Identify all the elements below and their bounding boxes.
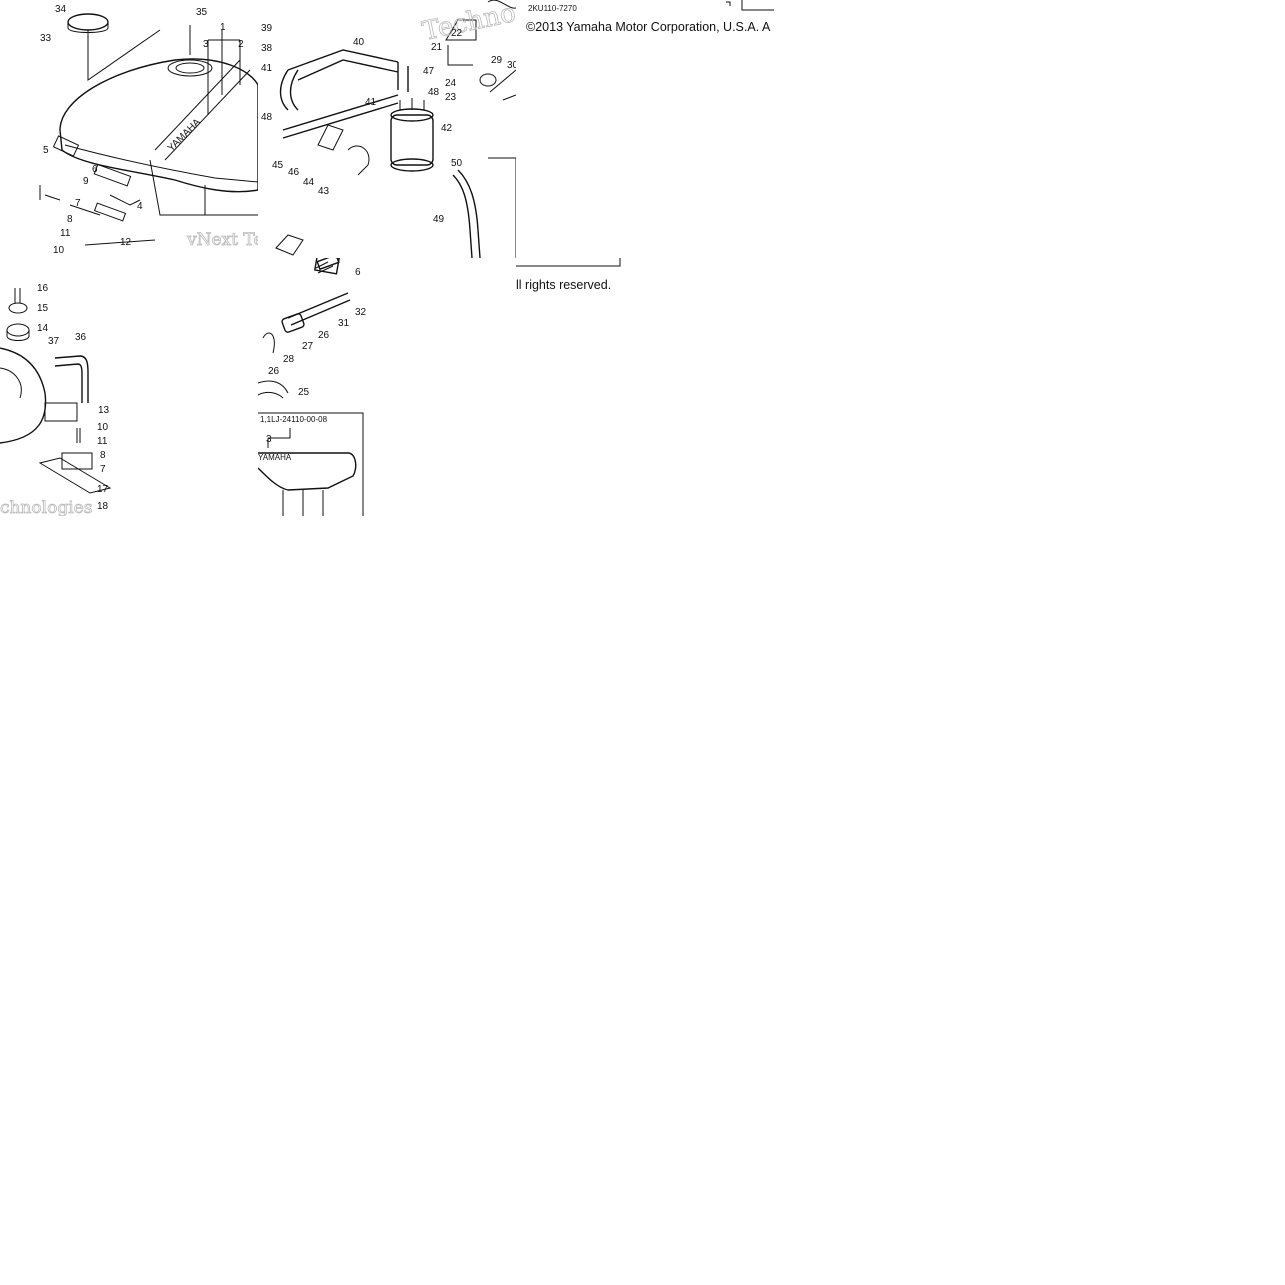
callout-44: 44	[303, 177, 315, 188]
callout-47: 47	[423, 66, 435, 77]
alt-tank-tile: chnologies 16 15 14 37 36 13 10 11 8 7 1…	[0, 258, 258, 516]
callout-43: 43	[318, 186, 330, 197]
callout-3b: 3	[266, 434, 272, 445]
callout-18: 18	[97, 501, 109, 512]
callout-39: 39	[261, 23, 273, 34]
callout-6b: 6	[355, 267, 361, 278]
frame-tile: ll rights reserved.	[516, 258, 626, 298]
callout-42: 42	[441, 123, 453, 134]
callout-40: 40	[353, 37, 365, 48]
callout-1: 1	[220, 22, 226, 33]
callout-31: 31	[338, 318, 350, 329]
callout-25: 25	[298, 387, 310, 398]
alt-part-number: 1,1LJ-24110-00-08	[260, 415, 328, 424]
callout-35: 35	[196, 7, 208, 18]
callout-36: 36	[75, 332, 87, 343]
callout-33: 33	[40, 33, 52, 44]
callout-11: 11	[60, 228, 71, 239]
fuel-filter-drawing: YAMAHA 6 32 31 26 27 28 26 25 1,1LJ-2411…	[258, 258, 367, 516]
callout-2: 2	[238, 39, 244, 50]
callout-21: 21	[431, 42, 443, 53]
callout-10b: 10	[97, 422, 109, 433]
callout-26a: 26	[318, 330, 330, 341]
callout-30: 30	[507, 60, 516, 71]
watermark-technologies: chnologies	[0, 498, 92, 516]
filter-tile: YAMAHA 6 32 31 26 27 28 26 25 1,1LJ-2411…	[258, 258, 368, 516]
callout-6: 6	[92, 164, 98, 175]
callout-15: 15	[37, 303, 49, 314]
callout-13: 13	[98, 405, 110, 416]
copyright-text: ©2013 Yamaha Motor Corporation, U.S.A. A	[526, 20, 771, 34]
callout-4: 4	[137, 201, 143, 212]
callout-45: 45	[272, 160, 284, 171]
callout-24: 24	[445, 78, 457, 89]
callout-14: 14	[37, 323, 49, 334]
callout-12: 12	[120, 237, 132, 248]
hose-diagram-tile: Techno 39 38 40 47 41 41 48 48 42 45 46 …	[258, 0, 516, 258]
callout-22: 22	[451, 28, 463, 39]
tank-brand-text: YAMAHA	[166, 117, 203, 154]
callout-9: 9	[83, 176, 89, 187]
callout-29: 29	[491, 55, 503, 66]
hose-canister-drawing: Techno 39 38 40 47 41 41 48 48 42 45 46 …	[261, 0, 516, 258]
tank-diagram-tile: YAMAHA 34 35 33 1 3 2 5 6 9 7 4 8 12 11 …	[0, 0, 258, 258]
alt-tank-drawing: chnologies 16 15 14 37 36 13 10 11 8 7 1…	[0, 283, 112, 516]
callout-8: 8	[67, 214, 73, 225]
alt-tank-brand: YAMAHA	[258, 453, 292, 462]
callout-8b: 8	[100, 450, 106, 461]
fuel-tank-drawing: YAMAHA 34 35 33 1 3 2 5 6 9 7 4 8 12 11 …	[39, 4, 258, 256]
callout-37: 37	[48, 336, 60, 347]
callout-26b: 26	[268, 366, 280, 377]
callout-41a: 41	[261, 63, 273, 74]
callout-5: 5	[43, 145, 49, 156]
callout-7b: 7	[100, 464, 106, 475]
callout-38: 38	[261, 43, 273, 54]
callout-3: 3	[203, 39, 209, 50]
callout-10: 10	[53, 245, 65, 256]
callout-34: 34	[55, 4, 67, 15]
part-number: 2KU110-7270	[528, 4, 577, 13]
callout-32: 32	[355, 307, 367, 318]
callout-28: 28	[283, 354, 295, 365]
rights-text: ll rights reserved.	[516, 278, 612, 292]
callout-50: 50	[451, 158, 463, 169]
callout-7: 7	[75, 198, 81, 209]
callout-17: 17	[97, 484, 109, 495]
callout-16: 16	[37, 283, 49, 294]
header-tile: 2KU110-7270 ©2013 Yamaha Motor Corporati…	[516, 0, 774, 40]
callout-23: 23	[445, 92, 457, 103]
callout-27: 27	[302, 341, 314, 352]
callout-48a: 48	[428, 87, 440, 98]
callout-48b: 48	[261, 112, 273, 123]
callout-46: 46	[288, 167, 300, 178]
callout-49: 49	[433, 214, 445, 225]
watermark-vnext: vNext Te	[186, 230, 258, 250]
callout-41b: 41	[365, 97, 377, 108]
callout-11b: 11	[97, 436, 108, 447]
